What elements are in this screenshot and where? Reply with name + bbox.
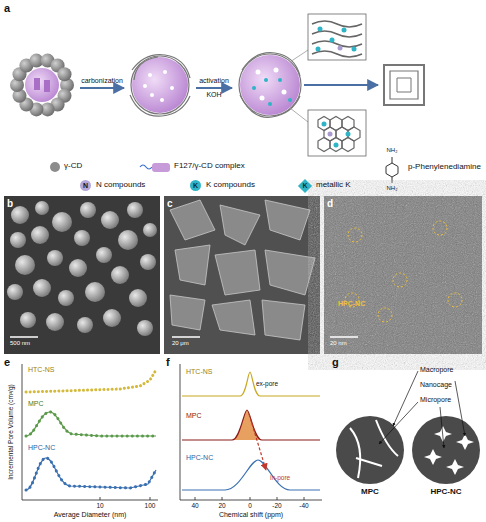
figure-label: -20	[272, 502, 281, 509]
figure-label: 20	[218, 502, 225, 509]
legend-swatch	[152, 163, 170, 172]
figure-label: 10	[96, 502, 103, 509]
figure-label: MPC	[361, 488, 379, 497]
figure-label: activation	[199, 77, 229, 85]
figure-label: c	[167, 198, 173, 209]
figure-label: NH₂	[387, 185, 398, 192]
figure-label: carbonization	[81, 77, 123, 85]
figure-label: Average Diameter (nm)	[54, 511, 127, 519]
figure-label: 0	[248, 502, 252, 509]
figure-label: KOH	[206, 91, 221, 99]
legend-text: γ-CD	[64, 162, 82, 171]
figure-label: HPC-NC	[430, 488, 461, 497]
figure-label: K	[302, 182, 307, 190]
figure-label: b	[7, 198, 13, 209]
figure-label: 40	[191, 502, 198, 509]
figure-label: N	[83, 182, 88, 190]
legend-text: K compounds	[206, 181, 255, 190]
figure-label: a	[4, 2, 10, 14]
figure-label: d	[327, 198, 333, 209]
figure-label: e	[4, 356, 10, 368]
figure-label: 20 nm	[330, 340, 347, 347]
figure-label: -40	[299, 502, 308, 509]
figure-label: Nanocage	[420, 381, 452, 389]
legend-text: F127/γ-CD complex	[174, 162, 245, 171]
figure-label: g	[332, 356, 339, 368]
figure-label: HTC-NS	[28, 366, 54, 374]
legend-swatch	[50, 162, 60, 172]
figure-label: Micropore	[420, 396, 451, 404]
figure-label: MPC	[28, 400, 44, 408]
figure-label: Macropore	[420, 366, 453, 374]
figure-label: ex-pore	[256, 380, 278, 387]
figure-label: Incremental Pore Volume (cm³/g)	[7, 384, 14, 479]
legend-text: metallic K	[316, 181, 351, 190]
figure-label: NH₂	[387, 147, 398, 154]
legend-text: p-Phenylenediamine	[408, 163, 481, 172]
legend-text: N compounds	[96, 181, 145, 190]
figure-label: HTC-NS	[186, 368, 212, 376]
figure-label: 20 μm	[172, 340, 189, 347]
figure-label: 100	[145, 502, 156, 509]
figure-label: MPC	[186, 412, 202, 420]
figure-label: in-pore	[270, 474, 290, 481]
figure-label: HPC-NC	[28, 444, 55, 452]
figure-label: HPC-NC	[338, 300, 365, 308]
figure-label: 500 nm	[10, 340, 30, 347]
figure-label: f	[166, 356, 170, 368]
figure-label: Chemical shift (ppm)	[219, 511, 283, 519]
figure-label: K	[193, 182, 198, 190]
figure-label: HPC-NC	[186, 454, 213, 462]
